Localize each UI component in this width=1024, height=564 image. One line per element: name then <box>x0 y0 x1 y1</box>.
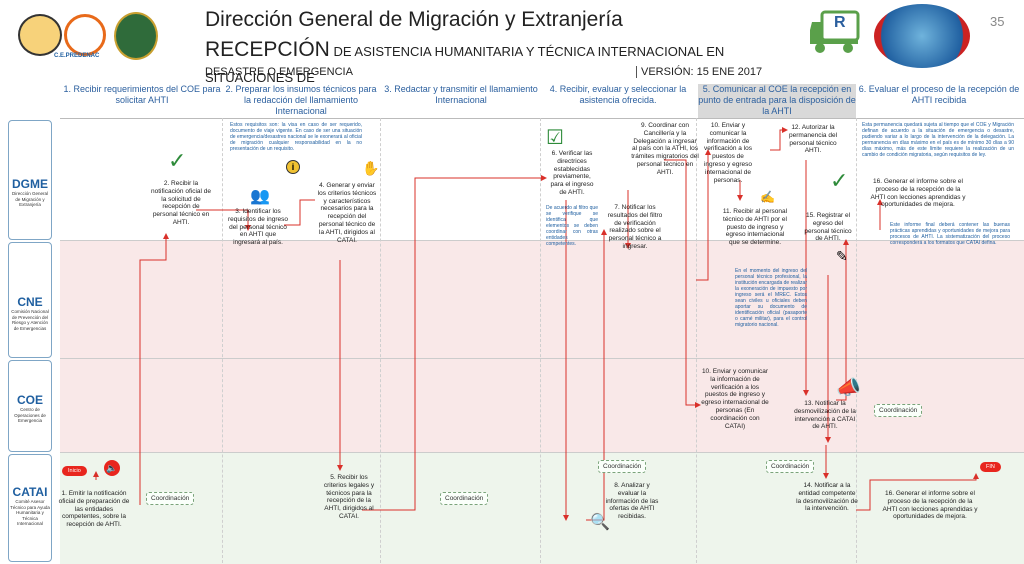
step-11: 11. Recibir al personal técnico de AHTI … <box>722 208 788 247</box>
checkmark-icon: ✓ <box>168 148 187 173</box>
lane-label-dgme: DGME Dirección General de Migración y Ex… <box>8 120 52 240</box>
coordination-box-5: Coordinación <box>874 404 923 417</box>
step-16b: 16. Generar el informe sobre el proceso … <box>882 490 978 521</box>
step-9: 9. Coordinar con Cancillería y la Delega… <box>631 122 699 176</box>
eye-magnifier-icon: 🔍 <box>590 514 610 531</box>
column-header-3: 3. Redactar y transmitir el llamamiento … <box>384 84 538 105</box>
step-1: 1. Emitir la notificación oficial de pre… <box>58 490 130 529</box>
step-12: 12. Autorizar la permanencia del persona… <box>788 124 838 155</box>
globe-logo <box>874 4 970 68</box>
column-header-5: 5. Comunicar al COE la recepción en punt… <box>698 84 856 118</box>
lane-label-coe: COE Centro de Operaciones de Emergencia <box>8 360 52 452</box>
hand-icon: ✋ <box>362 160 380 176</box>
column-header-2: 2. Preparar los insumos técnicos para la… <box>225 84 377 116</box>
page-number: 35 <box>990 14 1005 29</box>
column-header-4: 4. Recibir, evaluar y seleccionar la asi… <box>549 84 687 105</box>
column-header-6: 6. Evaluar el proceso de la recepción de… <box>858 84 1020 105</box>
page-title: Dirección General de Migración y Extranj… <box>205 8 623 31</box>
coordination-box-2: Coordinación <box>440 492 489 505</box>
step-2: 2. Recibir la notificación oficial de la… <box>151 180 211 226</box>
end-pill: FIN <box>980 462 1001 472</box>
step-3: 3. Identificar los requisitos de ingreso… <box>228 208 288 247</box>
cepredenac-logo-2 <box>64 14 106 56</box>
checklist-icon: ☑ <box>546 127 564 149</box>
step-4: 4. Generar y enviar los criterios técnic… <box>317 182 377 244</box>
coordination-box-4: Coordinación <box>766 460 815 473</box>
pen-icon: ✎ <box>836 248 848 264</box>
step-10a: 10. Enviar y comunicar la información de… <box>703 122 753 184</box>
step-10b: 10. Enviar y comunicar la información de… <box>701 368 769 430</box>
page-subtitle: RECEPCIÓN DE ASISTENCIA HUMANITARIA Y TÉ… <box>205 38 725 85</box>
step-7: 7. Notificar los resultados del filtro d… <box>607 204 663 250</box>
step-6: 6. Verificar las directrices establecida… <box>550 150 594 196</box>
step-8: 8. Analizar y evaluar la información de … <box>605 482 659 521</box>
truck-letter: R <box>834 14 846 31</box>
handshake-icon: ✍ <box>760 190 775 204</box>
people-icon: 👥 <box>250 188 270 205</box>
shield-logo <box>114 12 158 60</box>
page-subtitle-line2: DESASTRE O EMERGENCIA <box>205 66 353 78</box>
step-14: 14. Notificar a la entidad competente la… <box>796 482 858 513</box>
step-15: 15. Registrar el egreso del personal téc… <box>804 212 852 243</box>
info-icon: i <box>286 160 300 174</box>
lane-coe <box>60 358 1024 453</box>
speaker-icon: 🔈 <box>104 460 120 476</box>
lane-cne <box>60 240 1024 359</box>
step-16a: 16. Generar el informe sobre el proceso … <box>870 178 966 209</box>
coordination-box-1: Coordinación <box>146 492 195 505</box>
coordination-box-3: Coordinación <box>598 460 647 473</box>
checkmark-icon-2: ✓ <box>830 168 849 193</box>
lane-label-cne: CNE Comisión Nacional de Prevención del … <box>8 242 52 358</box>
version-label: VERSIÓN: 15 ENE 2017 <box>636 66 762 78</box>
truck-icon: R <box>808 8 862 63</box>
column-header-1: 1. Recibir requerimientos del COE para s… <box>63 84 221 105</box>
step-13: 13. Notificar la desmovilización de la i… <box>794 400 856 431</box>
note-requirements: Estos requisitos son: la visa en caso de… <box>230 122 362 152</box>
note-entry: En el momento del ingreso del personal t… <box>735 268 807 328</box>
note-stay: Esta permanencia quedará sujeta al tiemp… <box>862 122 1014 158</box>
cepredenac-label: C.E.PREDENAC <box>54 53 100 59</box>
megaphone-icon: 📣 <box>836 377 861 399</box>
start-pill: Inicio <box>62 466 87 476</box>
lane-label-catai: CATAI Comité Asesor Técnico para Ayuda H… <box>8 454 52 562</box>
step-5: 5. Recibir los criterios legales y técni… <box>323 474 375 520</box>
lane-catai <box>60 452 1024 564</box>
cepredenac-logo <box>18 14 62 56</box>
note-report: Este informe final deberá contener las b… <box>890 222 1010 246</box>
note-filter: De acuerdo al filtro que se verifique se… <box>546 205 598 247</box>
